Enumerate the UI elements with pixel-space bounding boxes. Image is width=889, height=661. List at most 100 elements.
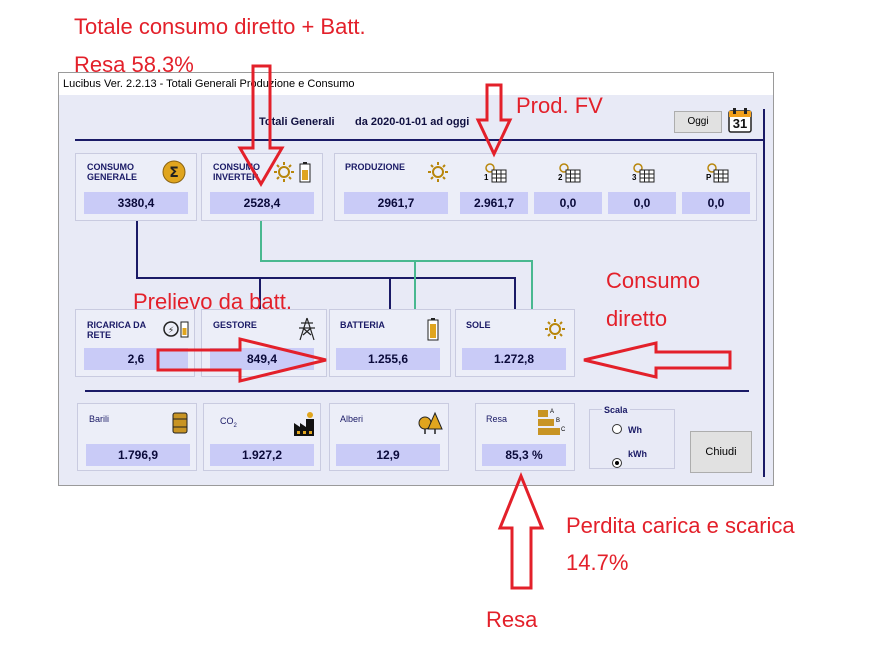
radio-wh-label: Wh (628, 425, 642, 435)
panel-batteria: BATTERIA 1.255,6 (329, 309, 451, 377)
solar-panel-icon (630, 160, 656, 184)
batteria-label: BATTERIA (340, 320, 385, 330)
app-window: Lucibus Ver. 2.2.13 - Totali Generali Pr… (58, 72, 774, 486)
string-2-value: 0,0 (534, 192, 602, 214)
calendar-icon[interactable]: 31 (728, 107, 752, 133)
barili-label: Barili (89, 414, 110, 424)
ricarica-label: RICARICA DA RETE (87, 320, 147, 340)
radio-kwh[interactable] (612, 458, 622, 468)
grade-c: C (561, 427, 566, 433)
annotation-totale: Totale consumo diretto + Batt. (74, 14, 366, 39)
window-title: Lucibus Ver. 2.2.13 - Totali Generali Pr… (59, 73, 773, 95)
arrow-up-resa (497, 471, 545, 590)
factory-icon (292, 410, 318, 438)
panel-consumo-inverter: CONSUMO INVERTER 2528,4 (201, 153, 323, 221)
panel-ricarica: RICARICA DA RETE ⚡ 2,6 (75, 309, 195, 377)
panel-alberi: Alberi 12,9 (329, 403, 449, 471)
produzione-value: 2961,7 (344, 192, 448, 214)
grade-b: B (556, 418, 561, 424)
arrow-right-prelievo (156, 337, 327, 383)
connector-line (136, 221, 138, 277)
gestore-label: GESTORE (213, 320, 257, 330)
string-p: P 0,0 (682, 158, 750, 218)
connector-line (260, 221, 262, 261)
alberi-value: 12,9 (336, 444, 440, 466)
string-1-value: 2.961,7 (460, 192, 528, 214)
string-p-value: 0,0 (682, 192, 750, 214)
connector-line (414, 260, 416, 309)
ricarica-value: 2,6 (84, 348, 188, 370)
right-divider (763, 109, 765, 477)
today-button[interactable]: Oggi (674, 111, 722, 133)
connector-line (389, 277, 391, 309)
close-button[interactable]: Chiudi (690, 431, 752, 473)
consumo-generale-value: 3380,4 (84, 192, 188, 214)
sun-icon (542, 316, 568, 342)
connector-line (531, 260, 533, 309)
panel-resa: Resa A B C 85,3 % (475, 403, 575, 471)
co2-label-text: CO (220, 416, 234, 426)
header-title: Totali Generali (259, 116, 335, 128)
efficiency-rating-icon: A B C (534, 408, 566, 438)
radio-kwh-label: kWh (628, 449, 647, 459)
calendar-day: 31 (732, 116, 748, 131)
sigma-icon: Σ (162, 160, 186, 184)
connector-line (260, 260, 533, 262)
consumo-inverter-label: CONSUMO INVERTER (213, 162, 260, 182)
batteria-value: 1.255,6 (336, 348, 440, 370)
co2-label: CO2 (220, 416, 237, 431)
grade-a: A (550, 409, 555, 415)
panel-co2: CO2 1.927,2 (203, 403, 321, 471)
barili-value: 1.796,9 (86, 444, 190, 466)
solar-panel-icon (704, 160, 730, 184)
oil-barrel-icon (170, 410, 190, 436)
sole-value: 1.272,8 (462, 348, 566, 370)
consumo-inverter-value: 2528,4 (210, 192, 314, 214)
string-1: 1 2.961,7 (460, 158, 528, 218)
grid-charge-icon: ⚡ (162, 318, 190, 340)
arrow-down-prod-fv (475, 83, 513, 158)
annotation-perdita-2: 14.7% (566, 550, 629, 575)
string-p-label: P (706, 173, 712, 182)
radio-wh[interactable] (612, 424, 622, 434)
resa-value: 85,3 % (482, 444, 566, 466)
panel-sole: SOLE 1.272,8 (455, 309, 575, 377)
annotation-resa-bottom: Resa (486, 607, 538, 632)
panel-produzione: PRODUZIONE 2961,7 1 2.961,7 2 0,0 3 0,0 (334, 153, 757, 221)
solar-panel-icon (556, 160, 582, 184)
svg-text:Σ: Σ (169, 165, 179, 181)
power-tower-icon (296, 316, 318, 342)
annotation-consumo-diretto-2: diretto (606, 306, 668, 331)
panel-barili: Barili 1.796,9 (77, 403, 197, 471)
annotation-perdita-1: Perdita carica e scarica (566, 513, 795, 538)
string-2: 2 0,0 (534, 158, 602, 218)
consumo-generale-label: CONSUMO GENERALE (87, 162, 138, 182)
sole-label: SOLE (466, 320, 491, 330)
trees-icon (416, 410, 444, 436)
string-3: 3 0,0 (608, 158, 676, 218)
battery-icon (298, 160, 312, 184)
header-divider (75, 139, 763, 141)
scala-group: Scala Wh kWh (589, 405, 675, 469)
annotation-prod-fv: Prod. FV (516, 93, 603, 118)
svg-text:⚡: ⚡ (168, 326, 174, 336)
co2-label-sub: 2 (233, 422, 237, 429)
connector-line (136, 277, 516, 279)
scala-label: Scala (602, 405, 630, 415)
alberi-label: Alberi (340, 414, 364, 424)
solar-panel-icon (482, 160, 508, 184)
annotation-prelievo: Prelievo da batt. (133, 289, 292, 314)
connector-line (259, 277, 261, 309)
arrow-left-consumo-diretto (583, 341, 732, 379)
connector-line (514, 277, 516, 309)
string-3-value: 0,0 (608, 192, 676, 214)
sun-icon (426, 160, 450, 184)
string-1-label: 1 (484, 173, 489, 182)
panel-gestore: GESTORE 849,4 (201, 309, 327, 377)
annotation-consumo-diretto-1: Consumo (606, 268, 701, 293)
sun-icon (272, 160, 296, 184)
resa-label: Resa (486, 414, 508, 424)
string-3-label: 3 (632, 173, 637, 182)
panel-consumo-generale: CONSUMO GENERALE Σ 3380,4 (75, 153, 197, 221)
co2-value: 1.927,2 (210, 444, 314, 466)
